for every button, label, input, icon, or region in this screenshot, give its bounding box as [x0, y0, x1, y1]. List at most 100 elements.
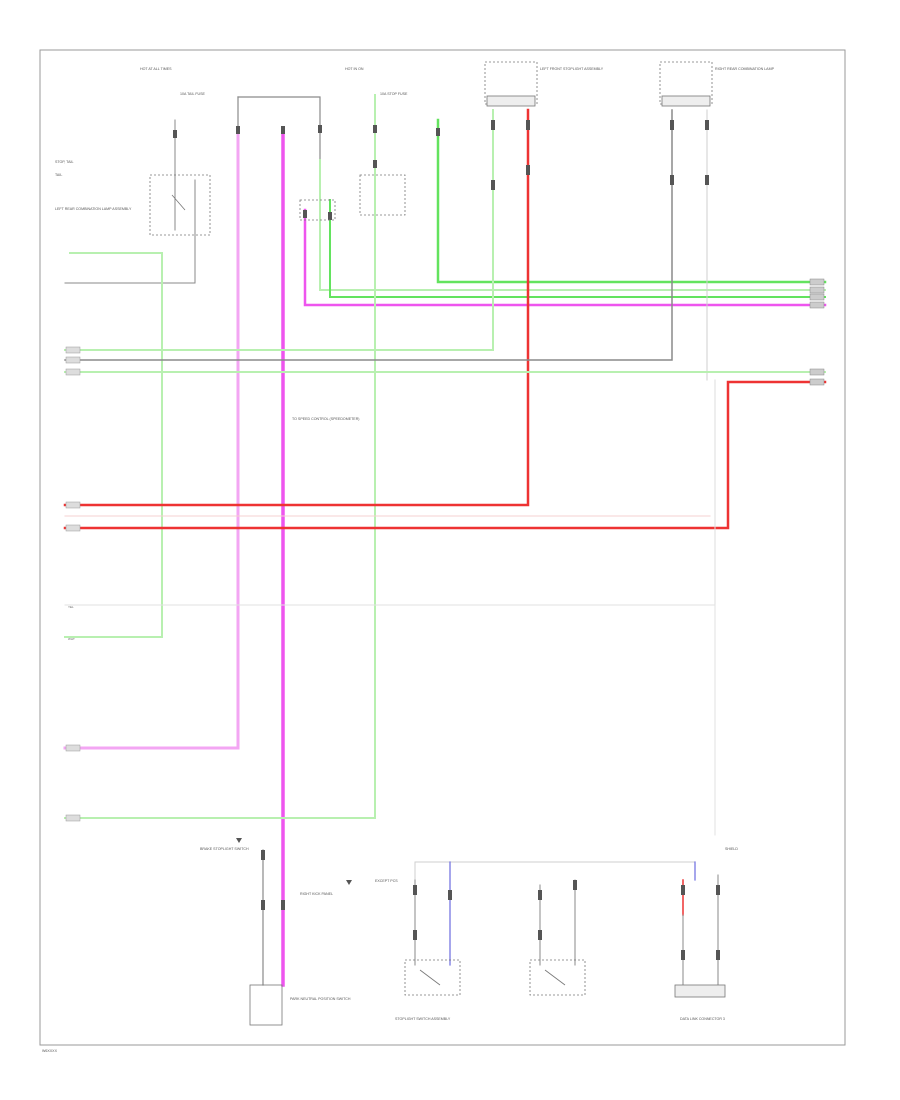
ground-icon [346, 880, 352, 885]
label-fuse-left: 10A TAIL FUSE [180, 92, 206, 96]
label-top-left-source: HOT AT ALL TIMES [140, 67, 172, 71]
pin [261, 850, 265, 860]
left-module-box [149, 174, 211, 236]
terminal [809, 286, 825, 294]
terminal [809, 368, 825, 376]
pin [491, 120, 495, 130]
wire-green-center-a [319, 159, 826, 291]
terminal [65, 524, 81, 532]
label-left-edge-1: STOP, TAIL [55, 160, 74, 164]
label-small-mark-right: EXCEPT PCS [375, 879, 398, 883]
pin [328, 212, 332, 220]
switch-lever [419, 969, 441, 986]
label-ground-mark: RIGHT KICK PANEL [300, 892, 333, 896]
connector-pins [173, 120, 720, 960]
pin [681, 885, 685, 895]
ground-icon [236, 838, 242, 843]
switch-symbols [171, 194, 566, 986]
pin [705, 175, 709, 185]
pin [491, 180, 495, 190]
pin [538, 930, 542, 940]
wire-magenta-right [303, 208, 827, 307]
wires [63, 94, 827, 987]
wire-green-conn-a [64, 109, 494, 351]
label-top-center-source: HOT IN ON [345, 67, 364, 71]
left-terminals [65, 346, 81, 822]
terminal [65, 814, 81, 822]
labels: HOT AT ALL TIMES HOT IN ON LEFT FRONT ST… [42, 67, 775, 1053]
terminal [809, 301, 825, 309]
terminal [809, 293, 825, 301]
wire-green-left-vertical [64, 252, 163, 638]
center-small-box [299, 199, 336, 221]
pin [670, 120, 674, 130]
label-right-mark: SHIELD [725, 847, 738, 851]
wire-gray-row-lower [64, 604, 716, 836]
label-component-right: DATA LINK CONNECTOR 3 [680, 1017, 725, 1021]
right-terminals [809, 278, 825, 386]
footer-code: W6XXXX [42, 1049, 58, 1053]
label-fuse-center: 10A STOP FUSE [380, 92, 408, 96]
pin [173, 130, 177, 138]
wire-red-conn-a [63, 108, 530, 507]
pin [373, 160, 377, 168]
terminal [65, 356, 81, 364]
ground-symbols [236, 838, 352, 885]
label-left-module: LEFT REAR COMBINATION LAMP ASSEMBLY [55, 207, 132, 211]
label-left-edge-2: TAIL [55, 173, 62, 177]
wire-tag: YEL [68, 605, 74, 609]
wire-green-top-right [436, 118, 827, 284]
label-center-note: TO SPEED CONTROL (SPEEDOMETER) [292, 417, 360, 421]
pin [436, 128, 440, 136]
pin [261, 900, 265, 910]
wire-green-center-long [64, 94, 376, 819]
terminal [65, 346, 81, 354]
bottom-switch-b [529, 959, 586, 996]
bottom-right-connector [674, 984, 726, 998]
pin [413, 930, 417, 940]
connector-a-plug [486, 95, 536, 107]
pin [281, 900, 285, 910]
pin [373, 125, 377, 133]
bottom-left-component [249, 984, 283, 1026]
connector-b-plug [661, 95, 711, 107]
terminal [809, 278, 825, 286]
pin [538, 890, 542, 900]
pin [303, 210, 307, 218]
center-fuse-box [359, 174, 406, 216]
pin [236, 126, 240, 134]
wire-magenta-left [63, 128, 240, 750]
label-connector-a: LEFT FRONT STOPLIGHT ASSEMBLY [540, 67, 604, 71]
wire-red-right [63, 380, 827, 530]
terminal [65, 501, 81, 509]
wire-gray-bottom-bus [414, 861, 696, 881]
wire-gray-conn-b [64, 109, 673, 361]
pin [681, 950, 685, 960]
pin [281, 126, 285, 134]
diagram-frame [39, 49, 846, 1046]
wire-green-center-b [329, 199, 826, 298]
pin [318, 125, 322, 133]
pin [573, 880, 577, 890]
pin [448, 890, 452, 900]
label-component-mid: STOPLIGHT SWITCH ASSEMBLY [395, 1017, 451, 1021]
terminal [65, 368, 81, 376]
terminal [65, 744, 81, 752]
switch-lever [544, 969, 566, 986]
label-switch-bottom-left: BRAKE STOPLIGHT SWITCH [200, 847, 249, 851]
label-component-left: PARK NEUTRAL POSITION SWITCH [290, 997, 351, 1001]
bottom-switch-a [404, 959, 461, 996]
pin [670, 175, 674, 185]
wire-gray-left-module [64, 179, 196, 284]
wire-tag: WHT [68, 637, 75, 641]
pin [705, 120, 709, 130]
switch-lever [171, 194, 186, 211]
label-connector-b: RIGHT REAR COMBINATION LAMP [715, 67, 775, 71]
pin [526, 120, 530, 130]
pin [716, 885, 720, 895]
wire-gray-top-bus [237, 96, 321, 161]
pin [413, 885, 417, 895]
pin [526, 165, 530, 175]
terminal [809, 378, 825, 386]
